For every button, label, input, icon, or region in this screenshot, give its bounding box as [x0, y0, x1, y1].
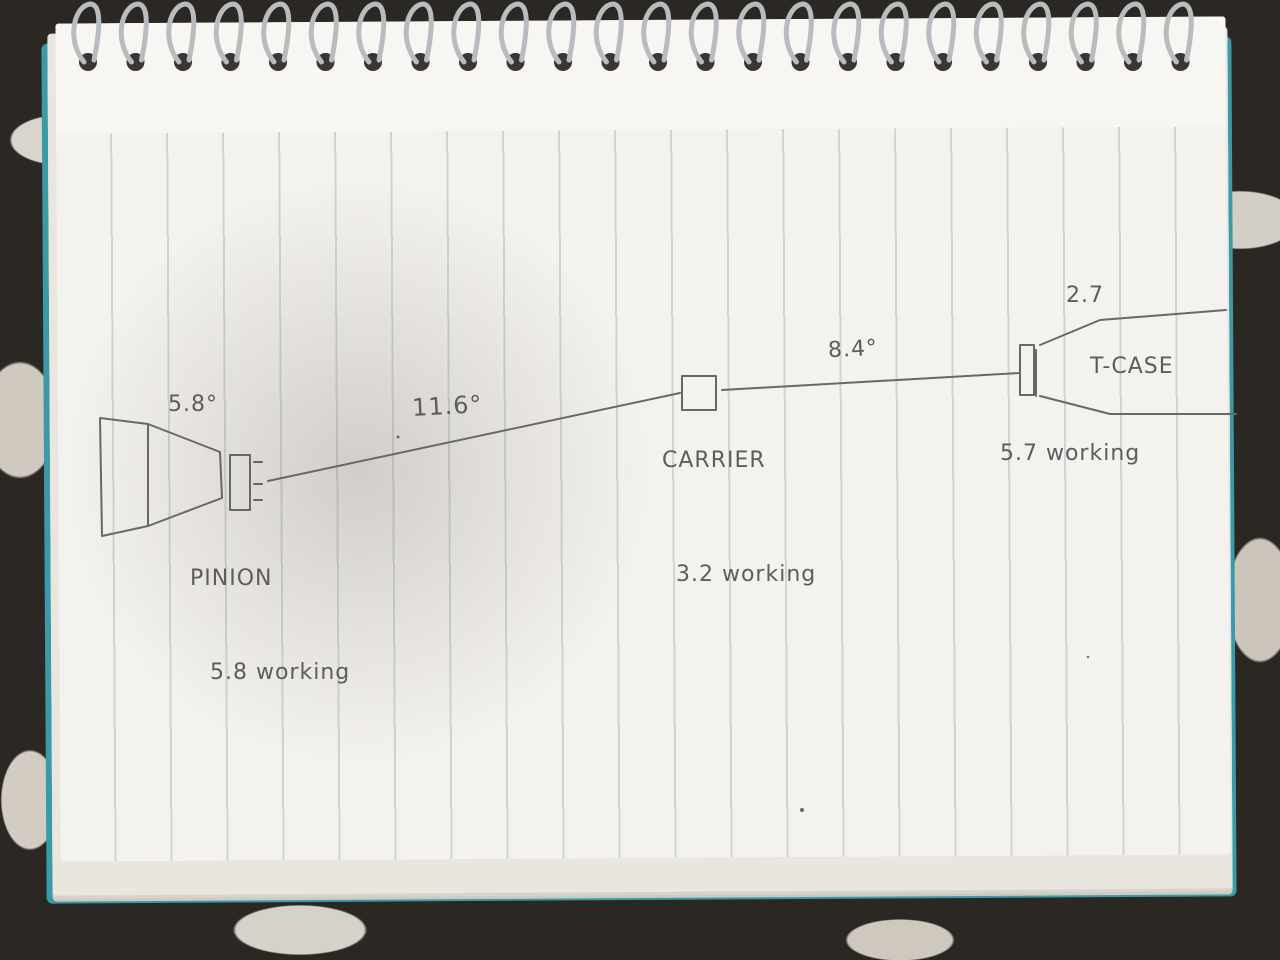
rear-driveshaft-line	[721, 372, 1021, 391]
spiral-coil	[356, 1, 387, 65]
carrier-label: CARRIER	[662, 448, 766, 473]
spiral-coil	[1163, 1, 1194, 65]
pinion-label: PINION	[190, 566, 273, 591]
front-shaft-angle-label: 11.6°	[411, 390, 484, 422]
spiral-coil	[878, 1, 909, 65]
tcase-housing-outline	[1039, 309, 1237, 415]
carrier-working-label: 3.2 working	[676, 562, 817, 587]
spiral-coil	[641, 1, 672, 65]
spiral-coil	[451, 1, 482, 65]
spiral-binding	[71, 1, 1194, 71]
tcase-working-label: 5.7 working	[1000, 441, 1141, 466]
spiral-coil	[973, 1, 1004, 65]
pinion-housing-outline	[99, 417, 223, 537]
spiral-coil	[261, 1, 292, 65]
spiral-coil	[546, 1, 577, 65]
tcase-yoke	[1019, 344, 1035, 396]
spiral-coil	[308, 1, 339, 65]
spiral-coil	[831, 1, 862, 65]
carrier-bearing-box	[681, 375, 717, 411]
pinion-yoke	[229, 454, 251, 511]
spiral-coil	[403, 1, 434, 65]
spiral-coil	[593, 1, 624, 65]
pinion-working-label: 5.8 working	[210, 660, 351, 685]
pencil-dot	[396, 435, 400, 439]
spiral-coil	[213, 1, 244, 65]
tcase-label: T-CASE	[1090, 354, 1174, 379]
spiral-coil	[1068, 1, 1099, 65]
spiral-coil	[688, 1, 719, 65]
spiral-coil	[71, 1, 102, 65]
pencil-dot	[1086, 655, 1090, 659]
spiral-coil	[1021, 1, 1052, 65]
pinion-angle-label: 5.8°	[168, 392, 218, 417]
spiral-coil	[736, 1, 767, 65]
pencil-dot	[800, 808, 804, 812]
spiral-coil	[1116, 1, 1147, 65]
spiral-coil	[926, 1, 957, 65]
rear-shaft-angle-label: 8.4°	[827, 335, 879, 364]
tcase-angle-label: 2.7	[1066, 283, 1104, 308]
front-driveshaft-line	[267, 392, 681, 482]
spiral-coil	[166, 1, 197, 65]
spiral-coil	[783, 1, 814, 65]
spiral-coil	[498, 1, 529, 65]
pinion-yoke-ticks	[253, 461, 263, 501]
spiral-coil	[118, 1, 149, 65]
